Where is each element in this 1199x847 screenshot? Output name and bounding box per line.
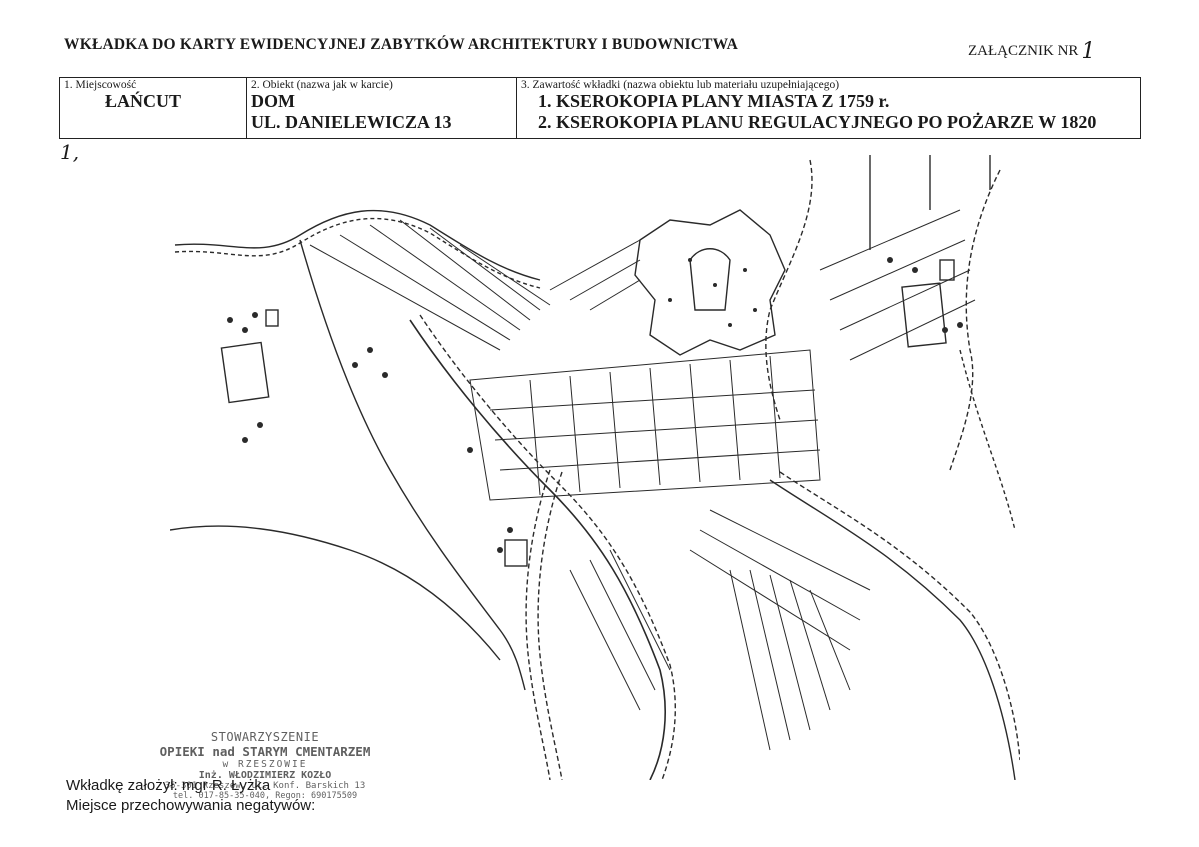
document-title: WKŁADKA DO KARTY EWIDENCYJNEJ ZABYTKÓW A… bbox=[64, 36, 739, 53]
map-castle bbox=[634, 209, 786, 356]
map-road-west-b bbox=[174, 217, 541, 289]
object-value-1: DOM bbox=[251, 91, 295, 111]
stamp-line-5: 35-301 Rzeszów, ul. Konf. Barskich 13 bbox=[164, 781, 366, 791]
locality-cell: 1. Miejscowość ŁAŃCUT bbox=[59, 77, 247, 139]
map-west-boundary bbox=[299, 239, 526, 691]
annex-label-text: ZAŁĄCZNIK NR bbox=[968, 43, 1079, 59]
map-road-northeast bbox=[949, 169, 1001, 471]
stamp-line-4: Inż. WŁODZIMIERZ KOZŁO bbox=[198, 770, 332, 781]
negatives-storage-text: Miejsce przechowywania negatywów: bbox=[66, 797, 316, 814]
map-road-south bbox=[525, 469, 551, 780]
object-cell: 2. Obiekt (nazwa jak w karcie) DOM UL. D… bbox=[246, 77, 517, 139]
handwritten-number: 1, bbox=[60, 140, 80, 164]
contents-label: 3. Zawartość wkładki (nazwa obiektu lub … bbox=[521, 79, 840, 91]
map-road-west bbox=[174, 209, 541, 281]
form-table: 1. Miejscowość ŁAŃCUT 2. Obiekt (nazwa j… bbox=[59, 77, 1141, 139]
contents-cell: 3. Zawartość wkładki (nazwa obiektu lub … bbox=[516, 77, 1141, 139]
map-river bbox=[409, 319, 666, 780]
contents-value-1: 1. KSEROKOPIA PLANY MIASTA Z 1759 r. bbox=[538, 91, 890, 111]
locality-value: ŁAŃCUT bbox=[104, 91, 181, 111]
map-road-east-b bbox=[779, 471, 1020, 761]
object-label: 2. Obiekt (nazwa jak w karcie) bbox=[251, 79, 393, 91]
map-road-south-b bbox=[537, 471, 563, 780]
map-road-east bbox=[769, 479, 1016, 780]
locality-label: 1. Miejscowość bbox=[64, 79, 137, 91]
association-stamp: STOWARZYSZENIE OPIEKI nad STARYM CMENTAR… bbox=[150, 730, 380, 801]
stamp-line-1: STOWARZYSZENIE bbox=[210, 730, 320, 744]
stamp-line-2: OPIEKI nad STARYM CMENTARZEM bbox=[159, 744, 371, 759]
contents-value-2: 2. KSEROKOPIA PLANU REGULACYJNEGO PO POŻ… bbox=[538, 112, 1097, 132]
map-river-b bbox=[419, 314, 676, 780]
map-road-north bbox=[765, 159, 813, 421]
object-value-2: UL. DANIELEWICZA 13 bbox=[251, 112, 452, 132]
created-by-text: Wkładkę założył: mgr R. Łyżka bbox=[66, 777, 271, 794]
annex-number: 1 bbox=[1081, 39, 1096, 64]
stamp-line-6: tel. 017-85-35-040, Regon: 690175509 bbox=[172, 791, 358, 801]
town-plan-map bbox=[170, 155, 1020, 780]
map-southwest-edge bbox=[170, 525, 501, 661]
stamp-line-3: w RZESZOWIE bbox=[222, 759, 308, 770]
